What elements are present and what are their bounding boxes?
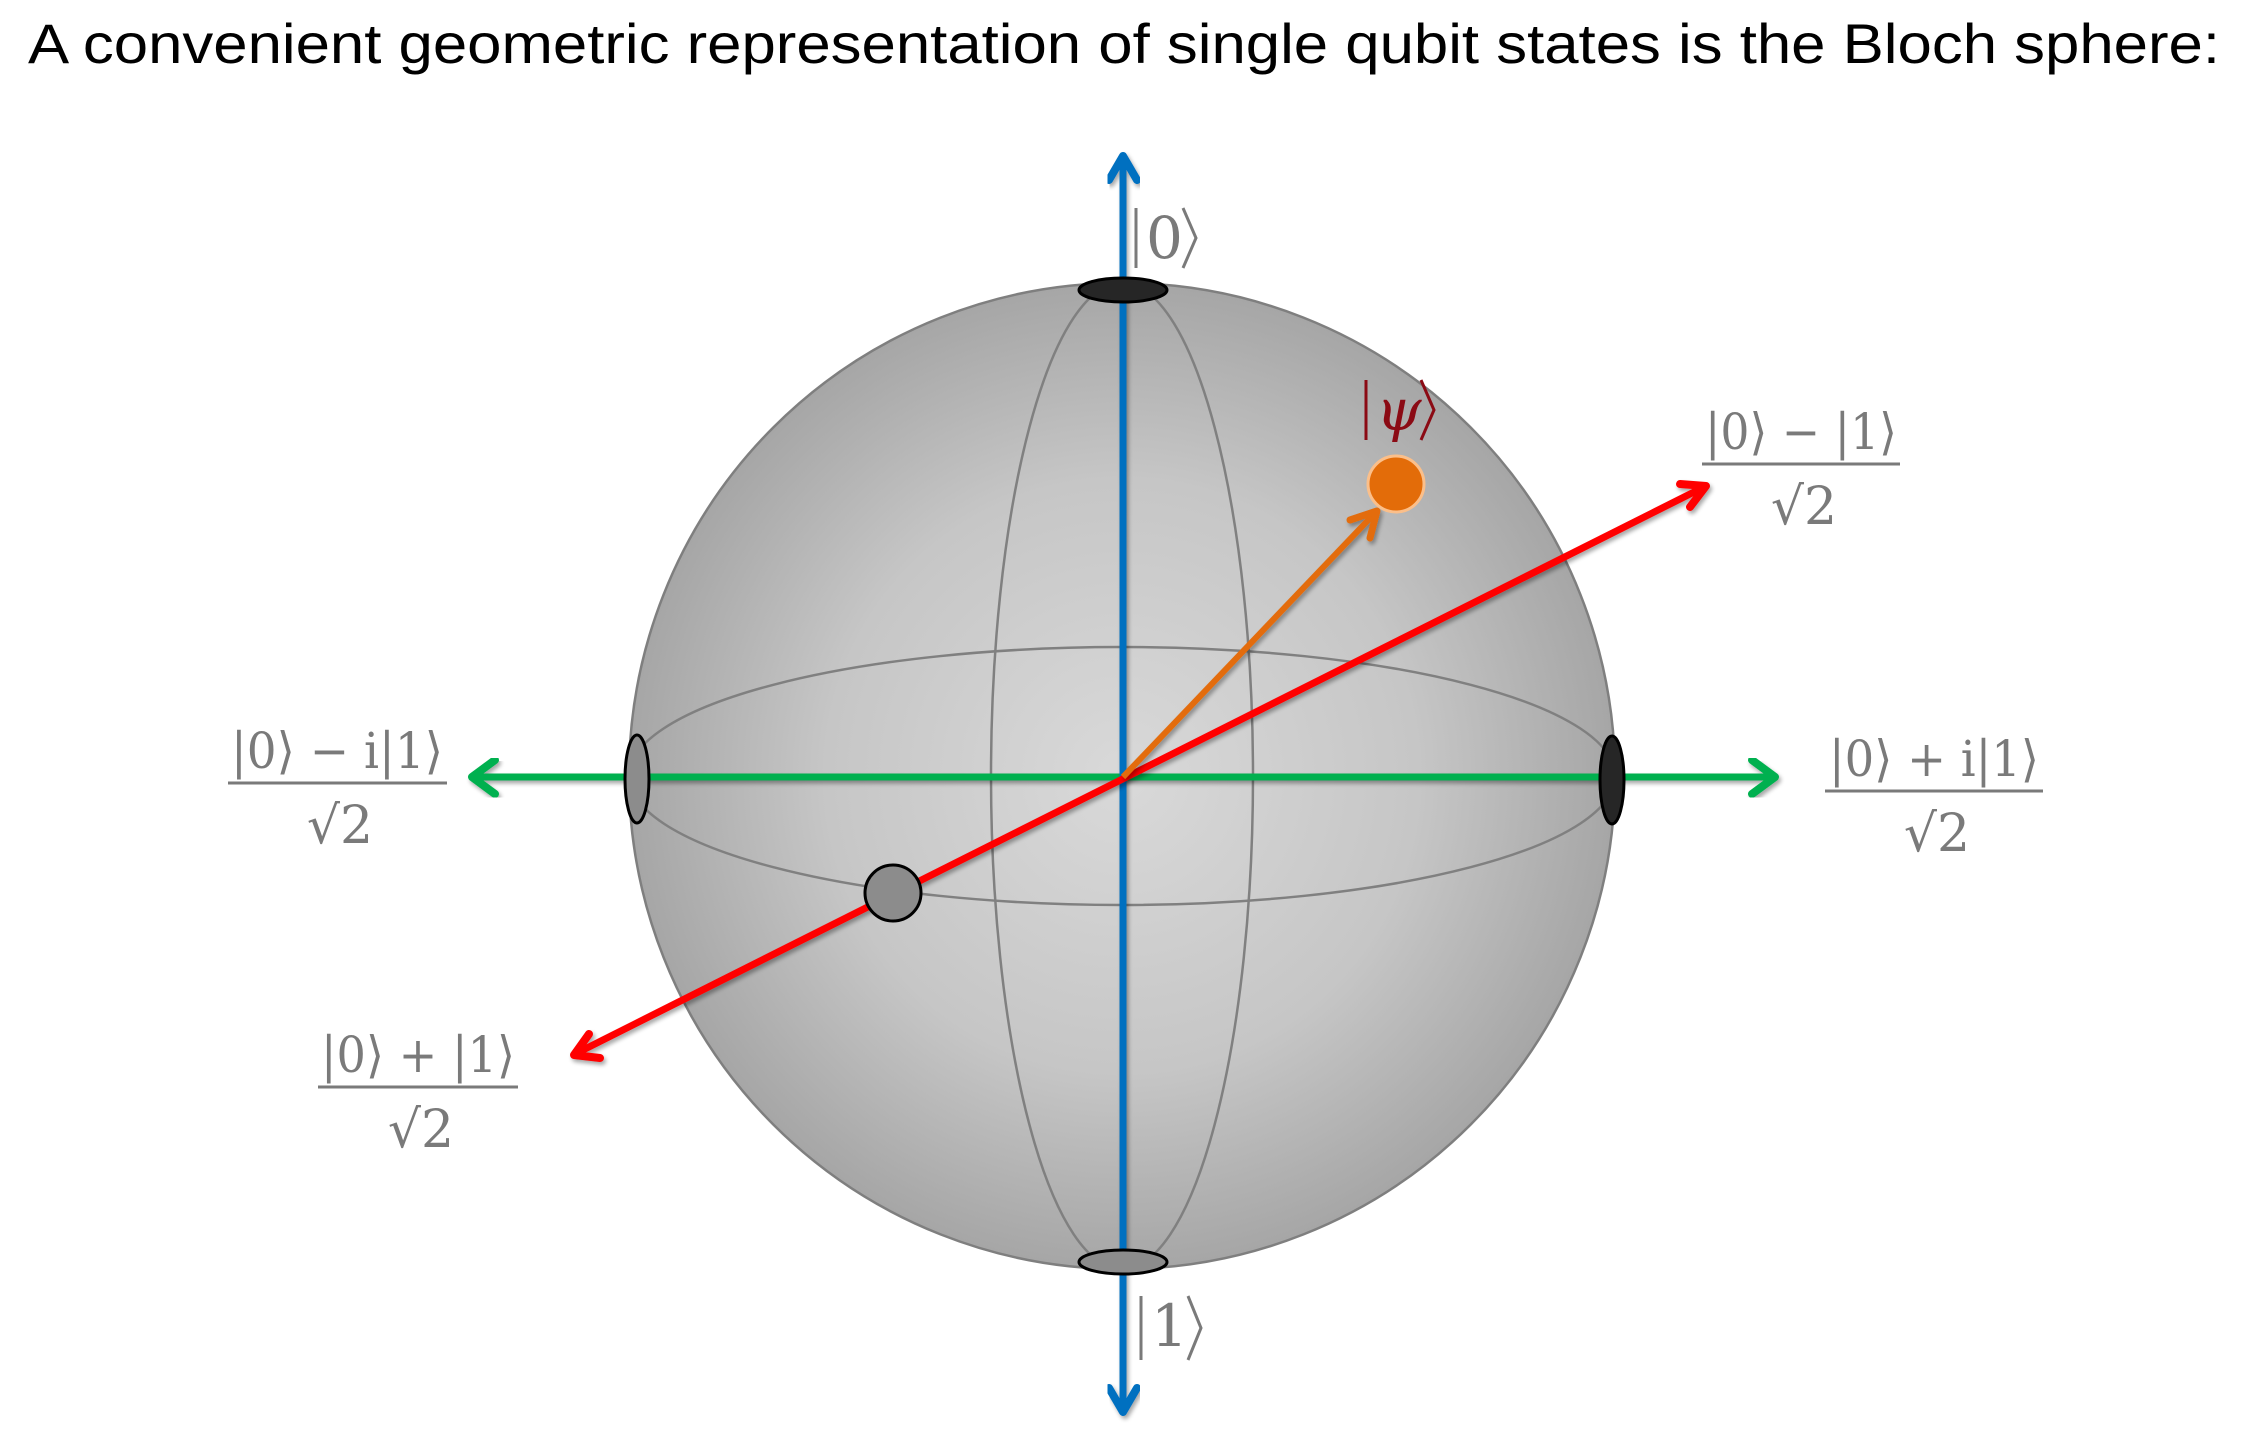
south-pole-marker (1077, 1248, 1169, 1276)
minus-y-label: |0⟩ − i|1⟩ √2 (228, 722, 447, 856)
plus-x-denominator: √2 (388, 1100, 454, 1160)
north-pole-label: 0 (1134, 204, 1198, 272)
south-pole-ket: 1 (1151, 1292, 1188, 1360)
state-vector (1120, 507, 1381, 780)
plus-y-pole-marker (1598, 734, 1626, 826)
z-axis (1105, 152, 1141, 1416)
psi-label: ψ (1364, 376, 1436, 444)
psi-symbol: ψ (1376, 376, 1422, 444)
plus-y-numerator: |0⟩ + i|1⟩ (1829, 730, 2039, 788)
plus-y-label: |0⟩ + i|1⟩ √2 (1825, 730, 2043, 864)
plus-x-numerator: |0⟩ + |1⟩ (321, 1026, 515, 1084)
plus-x-label: |0⟩ + |1⟩ √2 (318, 1026, 518, 1160)
north-pole-ket: 0 (1146, 204, 1183, 272)
x-axis (570, 480, 1710, 1062)
state-vector-arrowhead (1346, 507, 1381, 542)
minus-y-pole-marker (623, 733, 651, 825)
minus-x-numerator: |0⟩ − |1⟩ (1705, 403, 1897, 461)
plus-x-point (863, 863, 923, 923)
north-pole-marker (1077, 276, 1169, 304)
plus-y-denominator: √2 (1904, 804, 1970, 864)
south-pole-label: 1 (1139, 1292, 1203, 1361)
x-axis-far-arrowhead (1676, 480, 1710, 511)
minus-x-label: |0⟩ − |1⟩ √2 (1702, 403, 1900, 537)
x-axis-near-arrowhead (570, 1030, 604, 1062)
y-axis-left-arrowhead (468, 756, 499, 798)
minus-y-numerator: |0⟩ − i|1⟩ (231, 722, 443, 780)
y-axis-right-arrowhead (1748, 756, 1779, 798)
z-axis-down-arrowhead (1105, 1384, 1141, 1416)
minus-x-denominator: √2 (1771, 477, 1837, 537)
minus-y-denominator: √2 (307, 796, 373, 856)
z-axis-up-arrowhead (1105, 152, 1141, 184)
page-title: A convenient geometric representation of… (28, 12, 2220, 75)
psi-point (1366, 454, 1426, 514)
